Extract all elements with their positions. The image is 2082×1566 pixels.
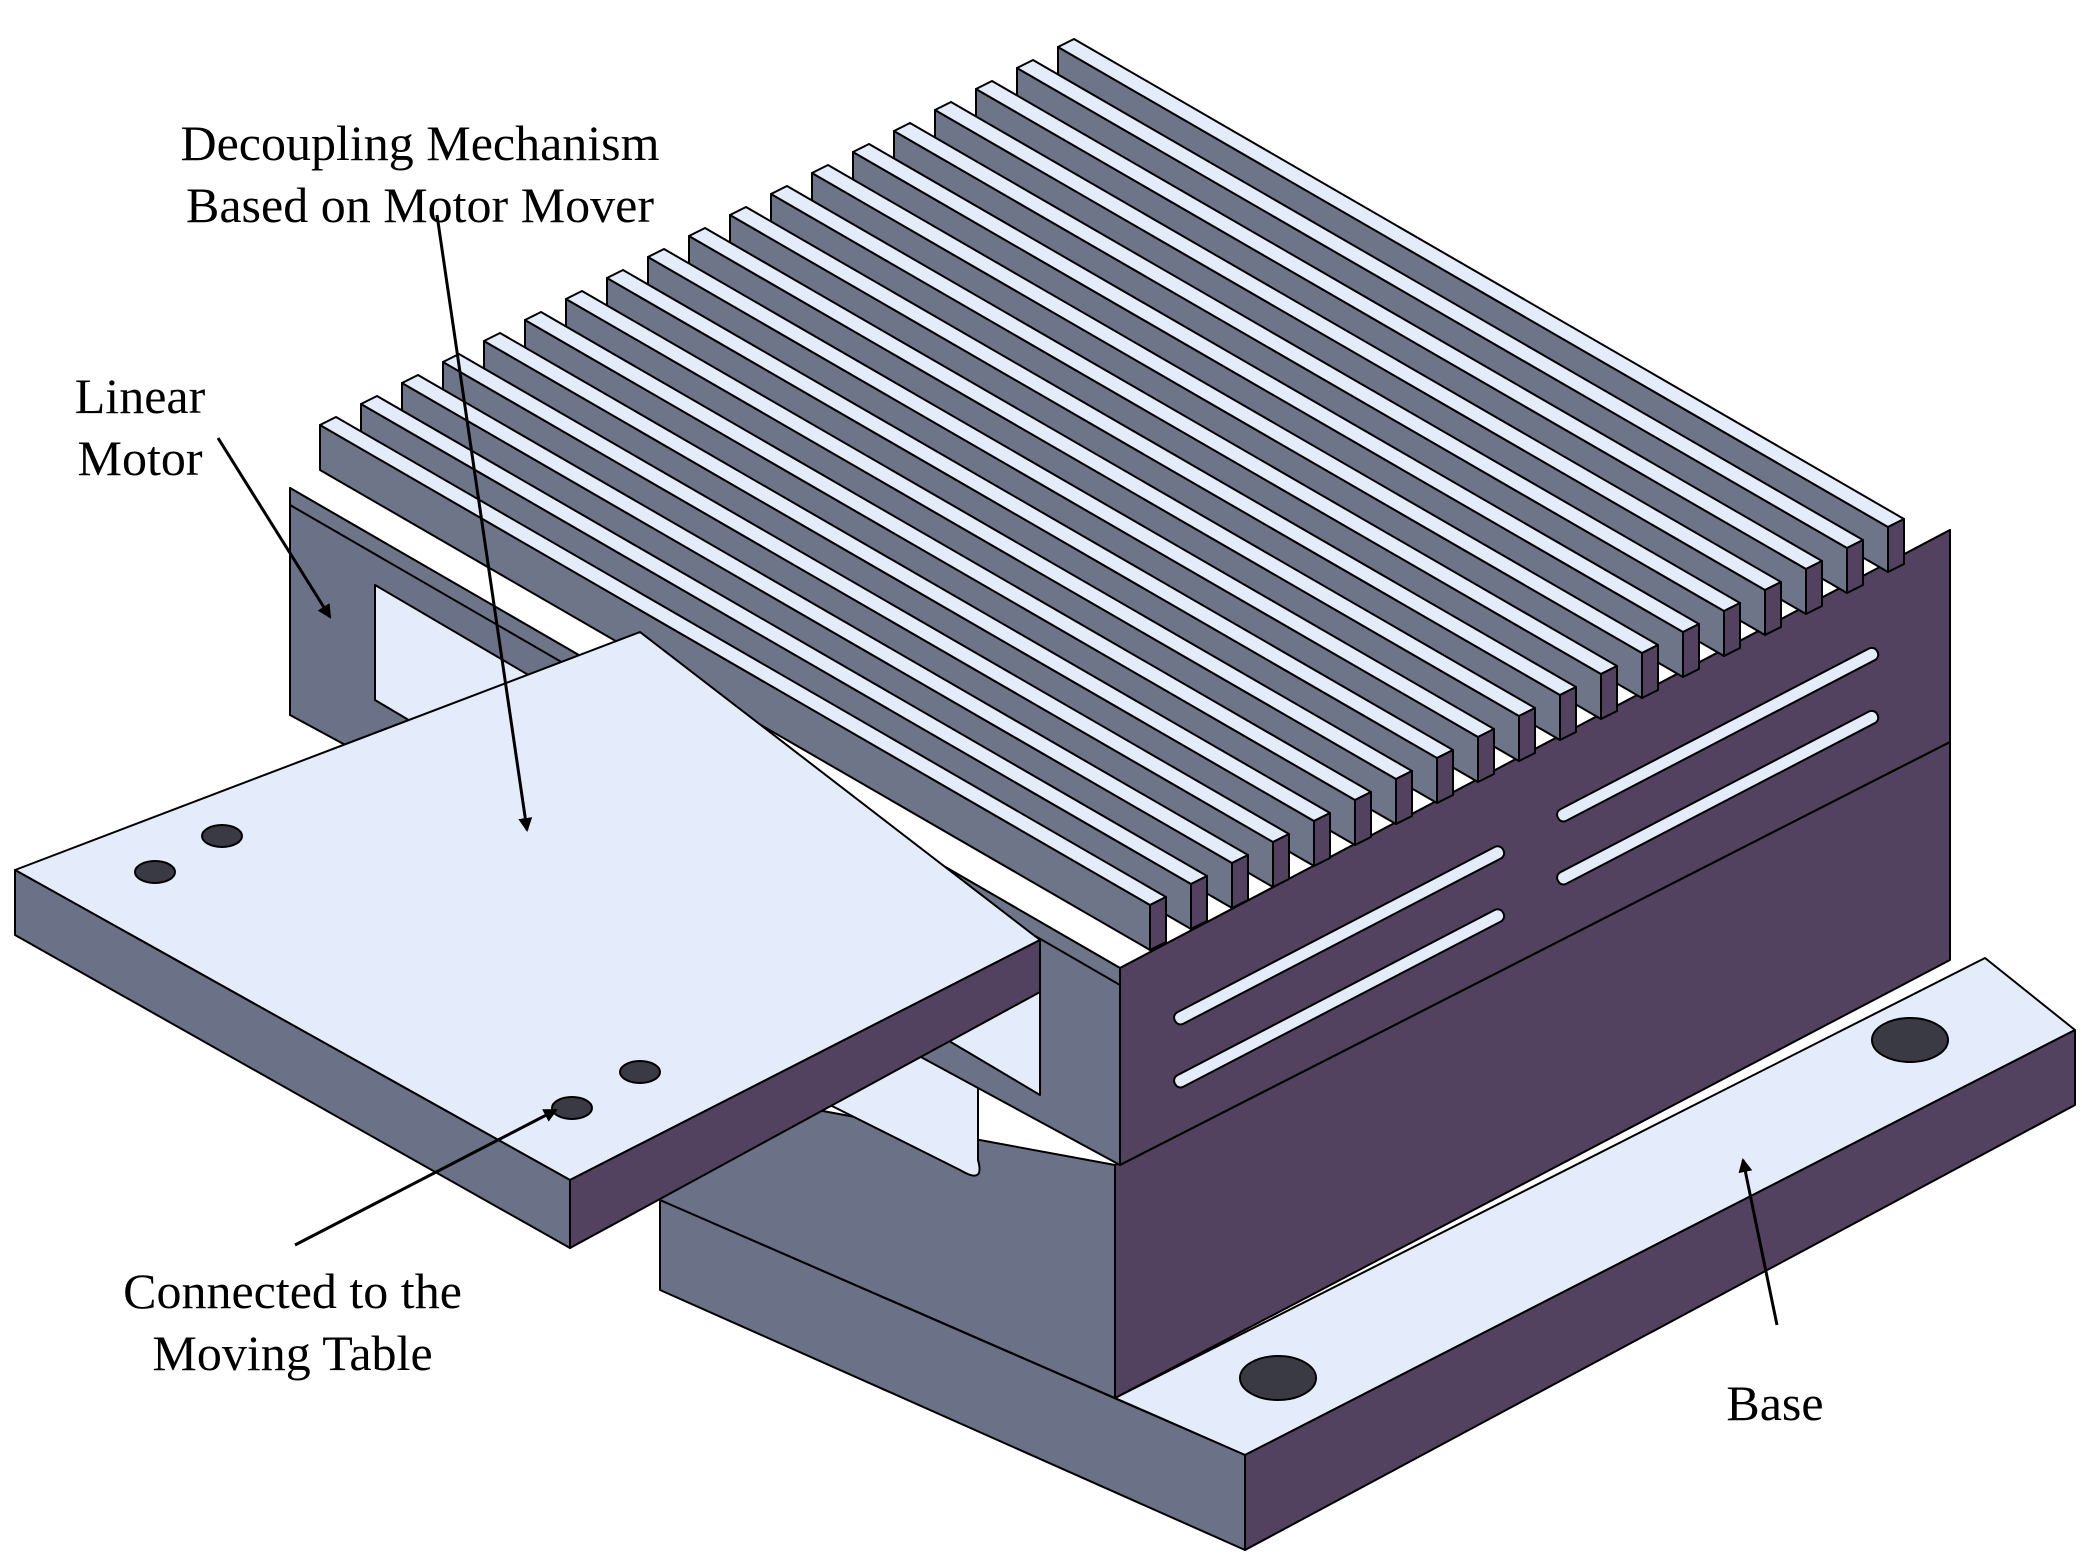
fin-end <box>1477 728 1495 783</box>
arrow-linear-motor <box>216 437 332 619</box>
arrow-connected <box>294 1108 558 1247</box>
mover-plate-hole <box>619 1060 661 1084</box>
fin-end <box>1518 707 1536 762</box>
fin-end <box>1190 875 1208 930</box>
fin-end <box>1764 581 1782 636</box>
arrow-base <box>1738 1158 1779 1326</box>
label-linear-motor-line2: Motor <box>77 430 203 486</box>
mover-plate-hole <box>134 860 176 884</box>
label-linear-motor: Linear Motor <box>60 365 220 489</box>
label-decoupling-line1: Decoupling Mechanism <box>180 115 660 171</box>
slot <box>1556 646 1880 823</box>
slot <box>1173 845 1506 1026</box>
label-connected-line2: Moving Table <box>152 1325 433 1381</box>
fin-end <box>1682 623 1700 678</box>
fin-end <box>1149 896 1167 951</box>
label-connected-to-moving-table: Connected to the Moving Table <box>105 1260 480 1384</box>
fin-end <box>1272 833 1290 888</box>
slot <box>1173 908 1506 1089</box>
base-bolt-hole <box>1871 1017 1949 1063</box>
fin-end <box>1436 749 1454 804</box>
label-base-line1: Base <box>1726 1375 1824 1431</box>
fin-end <box>1805 560 1823 615</box>
fin-end <box>1559 686 1577 741</box>
fin-end <box>1231 854 1249 909</box>
fin-end <box>1313 812 1331 867</box>
arrow-decoupling <box>435 214 533 832</box>
base-bolt-hole <box>1239 1355 1317 1401</box>
mover-plate-front-side <box>14 869 571 1249</box>
fin-end <box>1600 665 1618 720</box>
fin-end <box>1723 602 1741 657</box>
fin-end <box>1887 518 1905 573</box>
mover-plate-hole <box>551 1096 593 1120</box>
fin-end <box>1354 791 1372 846</box>
base-block <box>654 741 1951 1399</box>
fin-end <box>1395 770 1413 825</box>
slot <box>1556 709 1880 886</box>
fin-end <box>1641 644 1659 699</box>
label-linear-motor-line1: Linear <box>74 368 206 424</box>
mover-plate-hole <box>201 824 243 848</box>
housing-seam <box>1119 741 1951 1166</box>
housing-slots <box>1173 646 1880 1089</box>
label-decoupling-line2: Based on Motor Mover <box>186 177 654 233</box>
leader-arrows <box>216 214 1779 1326</box>
mover-plate <box>14 631 1041 1249</box>
label-connected-line1: Connected to the <box>123 1263 462 1319</box>
heat-sink-fins <box>319 38 1905 951</box>
label-decoupling-mechanism: Decoupling Mechanism Based on Motor Move… <box>175 112 665 236</box>
fin-end <box>1846 539 1864 594</box>
label-base: Base <box>1715 1372 1835 1434</box>
